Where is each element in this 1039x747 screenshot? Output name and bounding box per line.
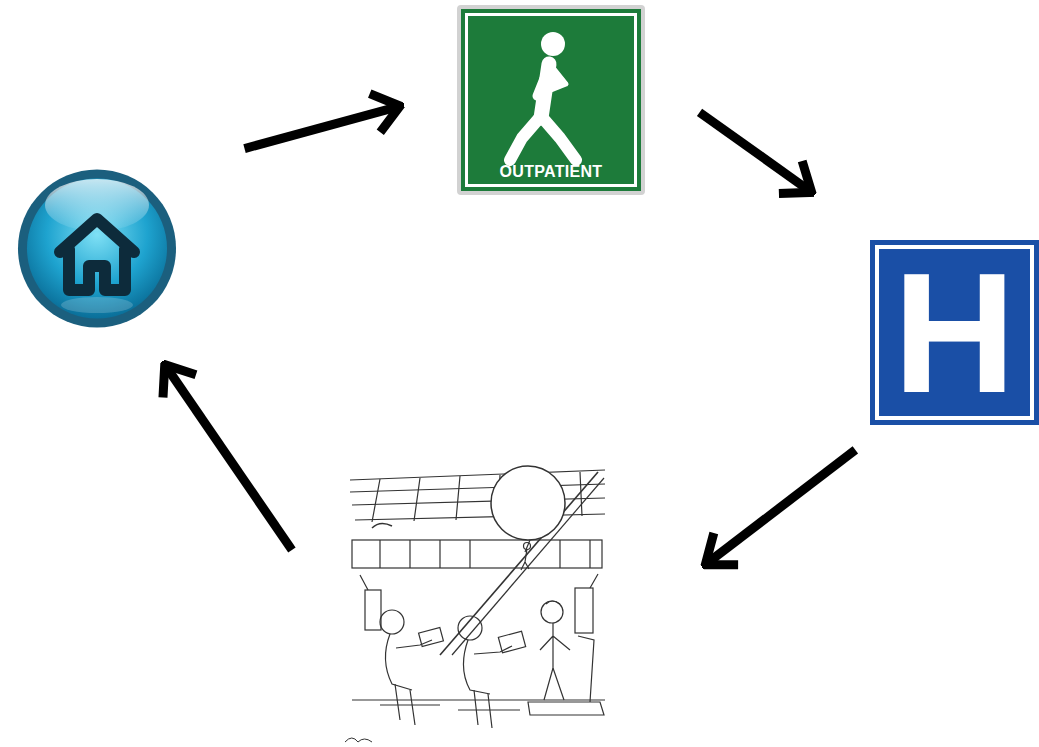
circle-ring — [18, 170, 176, 328]
home-icon — [17, 167, 177, 330]
circle-outline — [17, 167, 177, 330]
sign-letter: H — [875, 245, 1034, 420]
circle-face — [27, 179, 167, 319]
gym-cartoon — [340, 468, 610, 746]
outpatient-sign: OUTPATIENT — [457, 5, 645, 195]
flow-arrow — [705, 450, 855, 565]
flow-arrow — [245, 106, 401, 149]
sign-label: OUTPATIENT — [461, 164, 641, 180]
hospital-sign: H — [870, 240, 1039, 425]
flow-arrow — [165, 365, 292, 550]
flow-arrow — [700, 112, 812, 192]
